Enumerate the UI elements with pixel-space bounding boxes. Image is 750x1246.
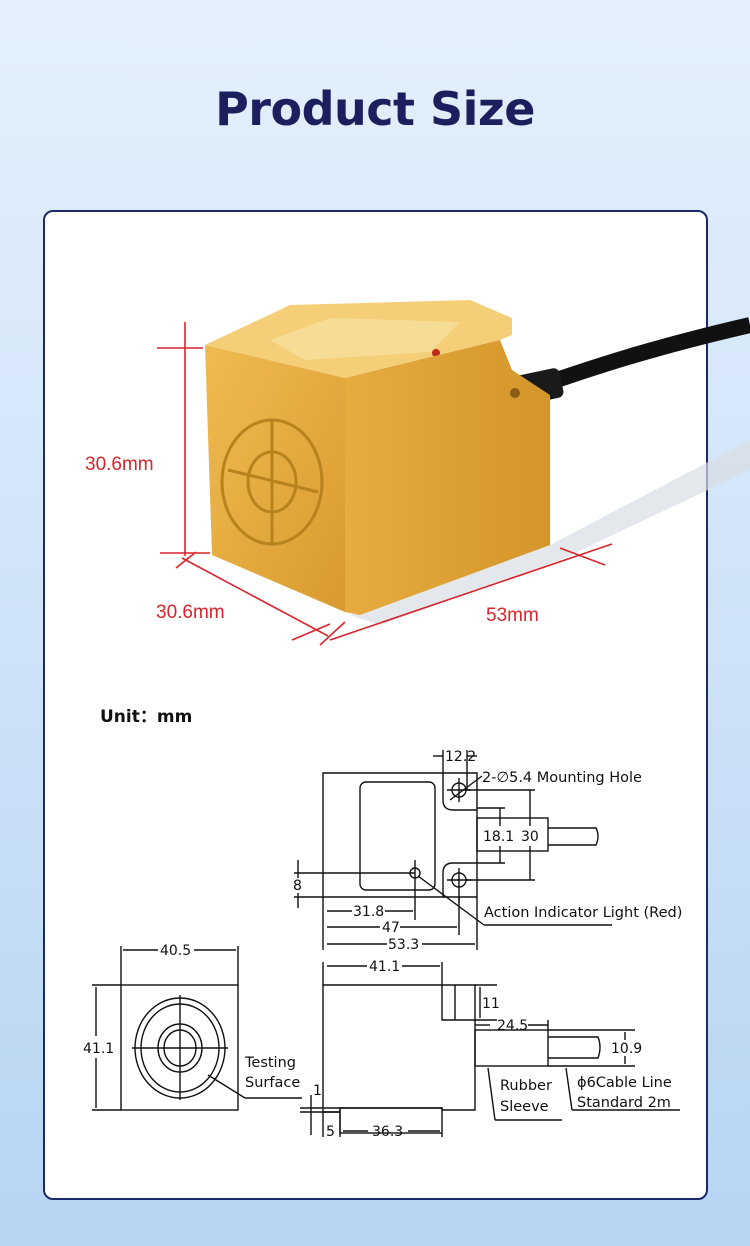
dim-41-1-side: 41.1	[369, 959, 400, 975]
side-view-drawing	[300, 962, 680, 1137]
dim-47: 47	[382, 920, 400, 936]
indicator-led	[432, 349, 440, 357]
testing-surface-label-2: Surface	[245, 1075, 300, 1091]
front-face	[205, 345, 345, 612]
dim-18-1: 18.1	[483, 829, 514, 845]
length-dimension: 53mm	[486, 605, 539, 626]
rubber-sleeve-label-1: Rubber	[500, 1078, 552, 1094]
dim-1: 1	[313, 1083, 322, 1099]
dim-11: 11	[482, 996, 500, 1012]
dim-10-9: 10.9	[611, 1041, 642, 1057]
cable-line-label-2: Standard 2m	[577, 1095, 671, 1111]
unit-label: Unit：mm	[100, 707, 192, 727]
mounting-hole	[510, 388, 520, 398]
dim-36-3: 36.3	[372, 1124, 403, 1140]
dim-8: 8	[293, 878, 302, 894]
target-icon	[220, 418, 324, 546]
photo-dimension-lines	[157, 322, 613, 646]
top-view-drawing	[294, 750, 612, 950]
dim-5: 5	[326, 1124, 335, 1140]
label-area	[270, 318, 460, 360]
dim-12-2: 12.2	[445, 749, 476, 765]
dim-24-5: 24.5	[497, 1018, 528, 1034]
dim-31-8: 31.8	[353, 904, 384, 920]
rubber-sleeve-label-2: Sleeve	[500, 1099, 549, 1115]
shadow	[350, 440, 750, 625]
indicator-light-label: Action Indicator Light (Red)	[484, 905, 682, 921]
mounting-hole-label: 2-∅5.4 Mounting Hole	[482, 770, 642, 786]
dim-41-1-front: 41.1	[83, 1041, 114, 1057]
dim-53-3: 53.3	[388, 937, 419, 953]
dim-30: 30	[521, 829, 539, 845]
front-view-drawing	[92, 946, 302, 1111]
width-dimension: 30.6mm	[156, 602, 225, 623]
sensor-photo	[205, 300, 750, 625]
page-title: Product Size	[215, 82, 535, 136]
side-face	[345, 340, 550, 615]
testing-surface-label-1: Testing	[244, 1055, 296, 1071]
dim-40-5: 40.5	[160, 943, 191, 959]
height-dimension: 30.6mm	[85, 454, 154, 475]
cable-line-label-1: ϕ6Cable Line	[577, 1075, 672, 1091]
